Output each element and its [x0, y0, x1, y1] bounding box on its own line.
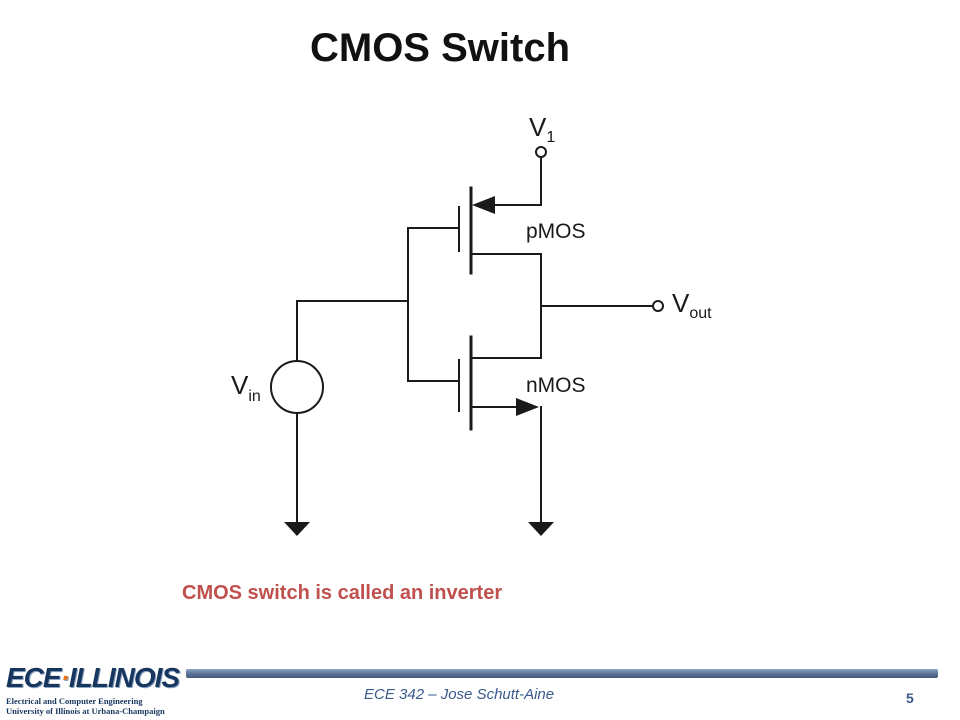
pmos-label: pMOS [526, 220, 586, 243]
footer-course-credit: ECE 342 – Jose Schutt-Aine [364, 686, 555, 703]
ece-illinois-logo: ECE·ILLINOIS Electrical and Computer Eng… [4, 662, 180, 718]
supply-label: V1 [529, 112, 555, 146]
logo-university: University of Illinois at Urbana-Champai… [6, 706, 165, 716]
supply-terminal [535, 146, 547, 158]
logo-department: Electrical and Computer Engineering [6, 696, 143, 706]
page-number: 5 [906, 690, 914, 706]
output-label: Vout [672, 288, 712, 322]
nmos-ground-symbol [528, 522, 554, 536]
logo-wordmark: ECE·ILLINOIS [6, 662, 180, 693]
pmos-source-arrow [472, 196, 495, 214]
slide-caption: CMOS switch is called an inverter [182, 582, 503, 604]
input-voltage-source [270, 360, 324, 414]
footer-divider [186, 669, 938, 678]
source-ground-symbol [284, 522, 310, 536]
nmos-source-arrow [516, 398, 539, 416]
nmos-label: nMOS [526, 374, 586, 397]
slide-title: CMOS Switch [309, 26, 571, 70]
output-terminal [652, 300, 664, 312]
input-label: Vin [231, 370, 261, 405]
